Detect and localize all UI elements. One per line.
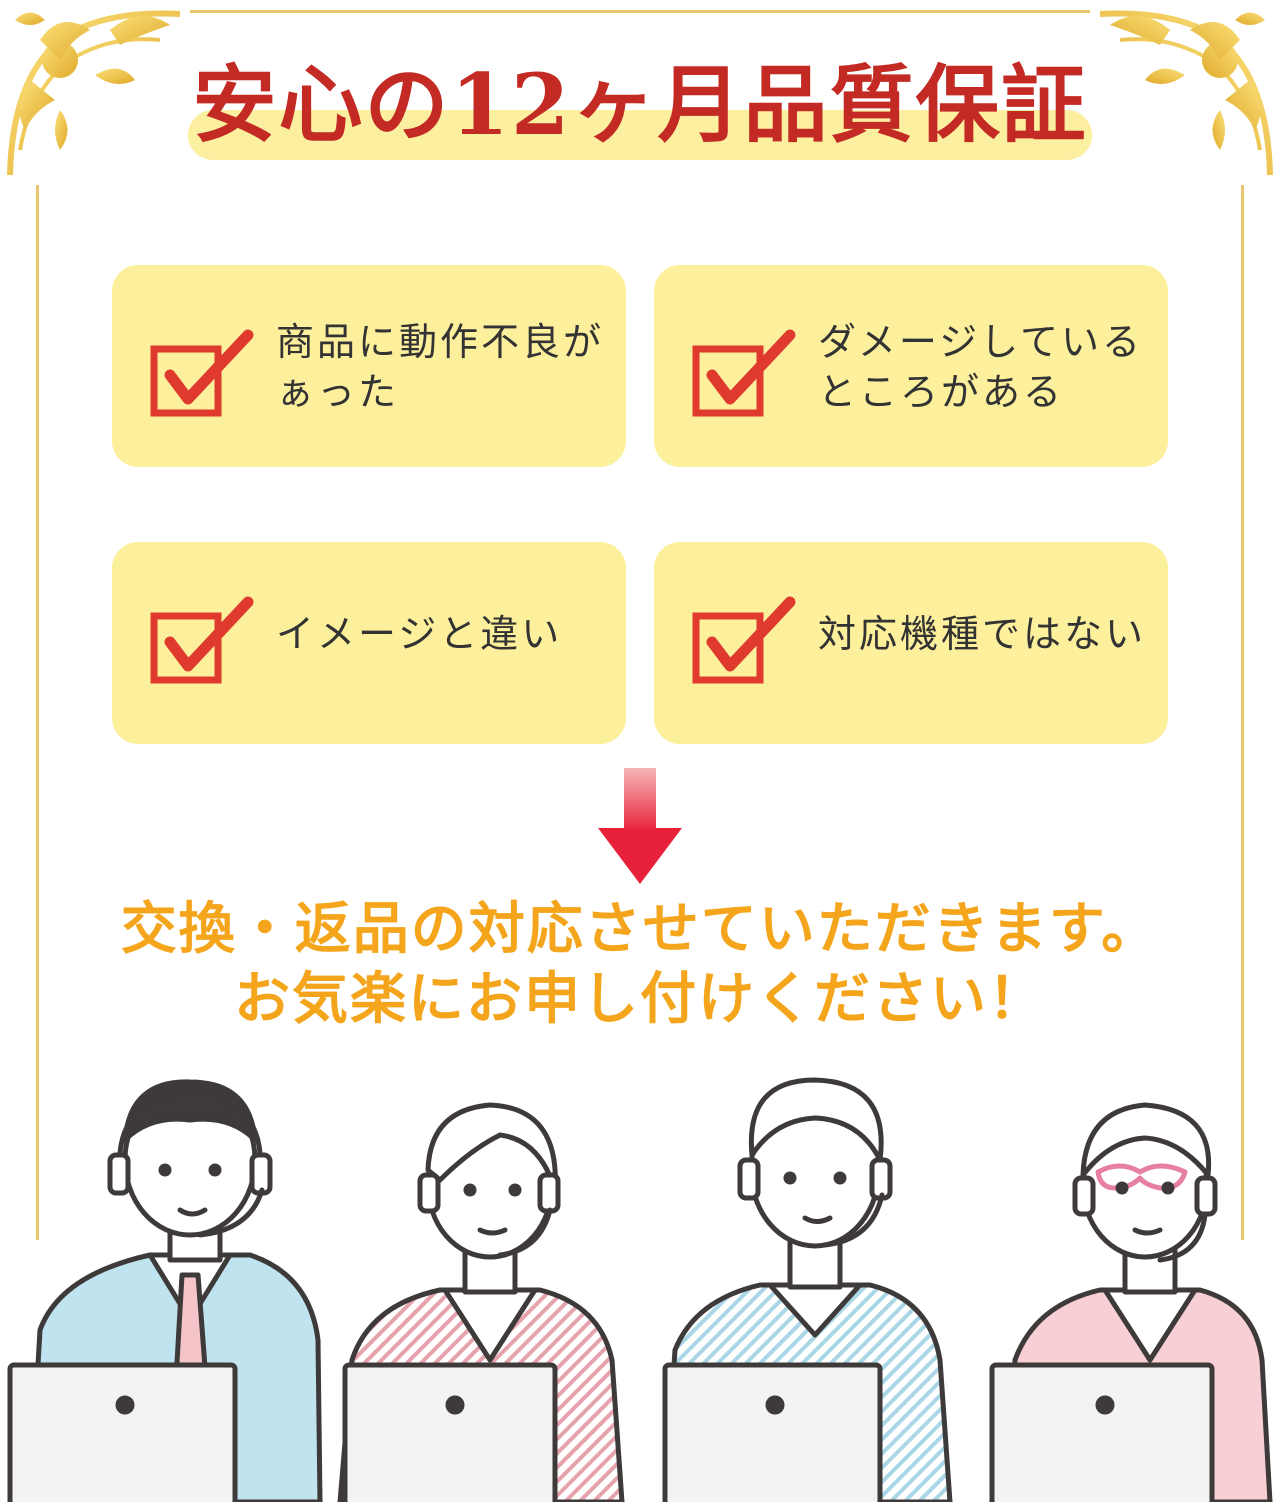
cta-line-1: 交換・返品の対応させていただきます。 [120, 897, 1160, 962]
down-arrow-icon [598, 768, 682, 884]
reason-card-malfunction: 商品に動作不良がぁった [112, 265, 626, 467]
reason-card-damage: ダメージしているところがある [654, 265, 1168, 467]
top-divider [190, 10, 1090, 13]
title-banner: 安心の12ヶ月品質保証 [180, 50, 1100, 160]
ornament-icon [7, 10, 181, 176]
check-box-icon [150, 329, 254, 417]
left-border [36, 185, 39, 1240]
check-box-icon [692, 329, 796, 417]
check-box-icon [150, 596, 254, 684]
reason-card-incompatible: 対応機種ではない [654, 542, 1168, 744]
staff-person-4 [989, 1102, 1273, 1502]
check-box-icon [692, 596, 796, 684]
right-border [1241, 185, 1244, 1240]
ornament-icon [1099, 10, 1273, 176]
support-staff-illustration [7, 1077, 1273, 1502]
page-title: 安心の12ヶ月品質保証 [192, 55, 1088, 154]
staff-person-1 [7, 1079, 323, 1502]
cta-line-2: お気楽にお申し付けください！ [234, 967, 1046, 1032]
reason-label: イメージと違い [276, 612, 563, 656]
title-highlight [188, 110, 1092, 160]
reason-card-different-image: イメージと違い [112, 542, 626, 744]
reason-label: ダメージしているところがある [818, 320, 1143, 414]
reason-label: 対応機種ではない [818, 612, 1147, 656]
staff-person-3 [662, 1077, 953, 1502]
reason-label: 商品に動作不良がぁった [276, 320, 605, 414]
staff-person-2 [337, 1102, 625, 1502]
